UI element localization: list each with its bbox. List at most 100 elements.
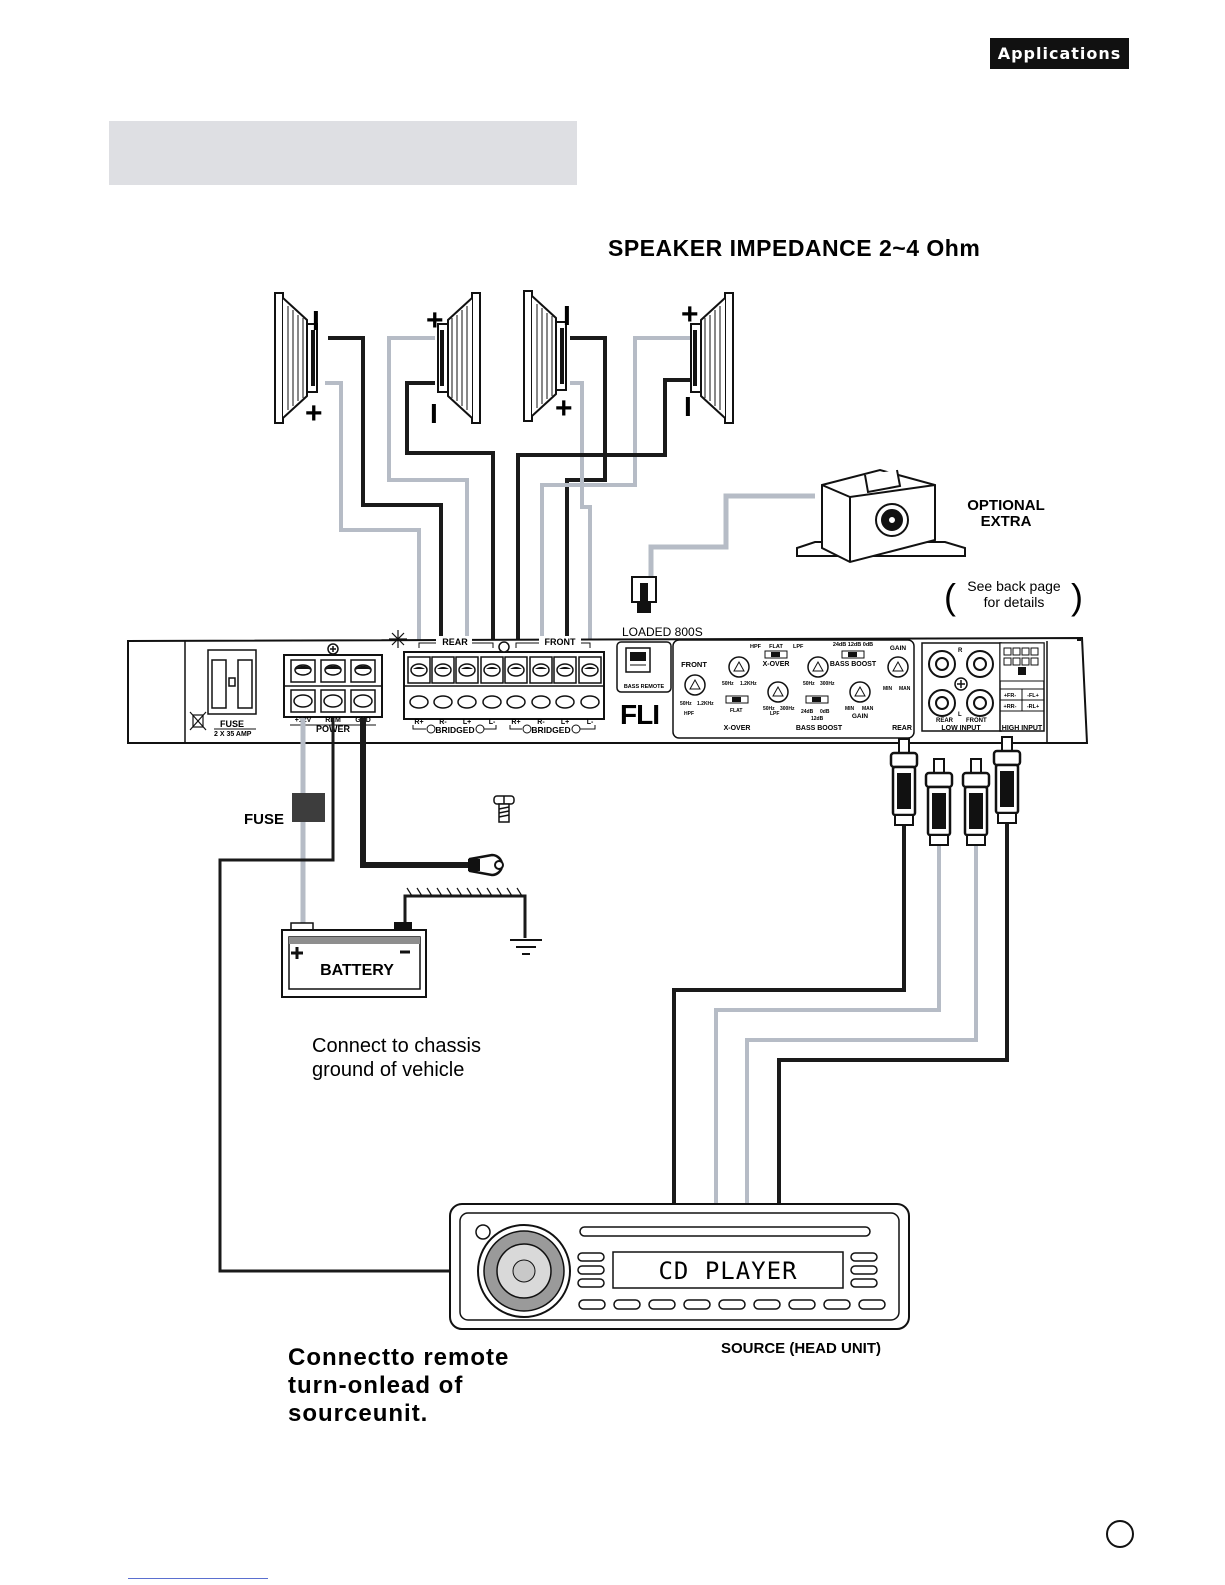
term-l-plus-2: L+ [561, 719, 569, 726]
hi-fr: +FR- [1004, 693, 1017, 699]
rca-cables [672, 810, 1009, 1205]
svg-text:I: I [430, 398, 438, 429]
svg-text:+: + [681, 298, 699, 331]
chassis-line2: ground of vehicle [312, 1059, 464, 1081]
gain-knob-2[interactable] [849, 681, 871, 703]
amp-fuse-label: FUSE [220, 719, 244, 729]
page-number-circle [1106, 1520, 1134, 1548]
optional-extra-line2: EXTRA [981, 513, 1032, 530]
bass-remote-module [796, 468, 966, 564]
front-gain-knob[interactable] [684, 674, 706, 696]
bassboost-switch-bottom[interactable] [805, 695, 829, 704]
gain-min-top: MIN [883, 686, 893, 692]
footer-link-line [128, 1578, 268, 1579]
freq-50-3: 50Hz [763, 706, 775, 712]
applications-tag: Applications [990, 38, 1129, 69]
bass-remote-port [616, 641, 672, 693]
bb-24-bottom: 24dB [801, 709, 814, 715]
hpf-bottom: HPF [684, 711, 694, 717]
rca-plugs [889, 735, 1022, 847]
front-label: FRONT [545, 637, 576, 647]
speaker-rear-left: + I [426, 292, 481, 429]
xover-knob-2[interactable] [767, 681, 789, 703]
inline-fuse [292, 793, 325, 822]
bridged-label-rear: BRIDGED [435, 725, 474, 735]
svg-text:+: + [555, 392, 573, 425]
term-l-plus-1: L+ [463, 719, 471, 726]
rca-rear: REAR [936, 718, 954, 724]
term-r-minus-1: R- [439, 719, 447, 726]
gain-min-bottom: MIN [845, 706, 855, 712]
hpf-top: HPF [750, 644, 762, 650]
ring-terminal-icon [468, 853, 504, 877]
gain-bottom: GAIN [852, 713, 869, 720]
bass-remote-port-label: BASS REMOTE [624, 684, 665, 690]
lpf-bottom: LPF [770, 711, 779, 717]
gain-man-bottom: MAN [862, 706, 874, 712]
rca-l: L [958, 712, 962, 718]
svg-text:I: I [563, 300, 571, 331]
impedance-title: SPEAKER IMPEDANCE 2~4 Ohm [608, 235, 980, 261]
term-r-plus-1: R+ [414, 719, 423, 726]
recycle-bin-icon [189, 711, 207, 731]
battery-label: BATTERY [320, 962, 394, 979]
rear-out-label: REAR [892, 725, 912, 732]
hi-rr: +RR- [1004, 704, 1017, 710]
hi-fl: -FL+ [1027, 693, 1039, 699]
speaker-front-right: I + [523, 290, 573, 425]
freq-1-2k-1: 1.2KHz [697, 701, 714, 707]
low-input-jacks [921, 642, 1002, 732]
paren-left: ( [944, 576, 956, 617]
optional-extra-line1: OPTIONAL [967, 497, 1045, 514]
xover-switch-top[interactable] [764, 650, 788, 659]
rear-label: REAR [442, 637, 468, 647]
control-panel [672, 639, 915, 739]
bass-boost-top: BASS BOOST [830, 661, 877, 668]
svg-text:+: + [305, 397, 323, 430]
freq-300-2: 300Hz [820, 681, 835, 687]
paren-right: ) [1071, 576, 1083, 617]
remote-note-line2: turn-onlead of [288, 1372, 463, 1399]
ground-symbol-icon [510, 939, 542, 955]
high-input-label: HIGH INPUT [1002, 725, 1043, 732]
freq-50-2: 50Hz [722, 681, 734, 687]
head-unit [449, 1203, 910, 1330]
bridged-label-front: BRIDGED [531, 725, 570, 735]
battery [281, 922, 427, 998]
term-r-minus-2: R- [537, 719, 545, 726]
rca-r: R [958, 648, 963, 654]
svg-text:I: I [684, 391, 692, 422]
section-header-bar [109, 121, 577, 185]
xover-knob-1[interactable] [728, 656, 750, 678]
chassis-line1: Connect to chassis [312, 1035, 481, 1057]
lpf-top: LPF [793, 644, 804, 650]
gain-top: GAIN [890, 645, 907, 652]
high-input-connector [999, 642, 1045, 732]
rca-front: FRONT [966, 718, 987, 724]
source-label: SOURCE (HEAD UNIT) [721, 1340, 881, 1357]
cd-player-display: CD PLAYER [658, 1257, 797, 1285]
svg-text:+: + [426, 304, 444, 337]
freq-1-2k-2: 1.2KHz [740, 681, 757, 687]
ctrl-front-label: FRONT [681, 660, 707, 669]
amp-fuse-holders [207, 649, 257, 715]
screw-icon [493, 795, 515, 823]
fli-brand: FLI [620, 699, 659, 730]
power-terminal-block [283, 643, 383, 718]
speaker-terminal-block [403, 651, 605, 720]
hi-rl: -RL+ [1027, 704, 1039, 710]
loaded-label: LOADED 800S [622, 625, 703, 639]
xover-switch-bottom[interactable] [725, 695, 749, 704]
bassboost-switch-top[interactable] [841, 650, 865, 659]
term-r-plus-2: R+ [511, 719, 520, 726]
low-input-label: LOW INPUT [941, 725, 981, 732]
bassboost-knob[interactable] [807, 656, 829, 678]
xover-top: X-OVER [763, 661, 790, 668]
freq-300-1: 300Hz [780, 706, 795, 712]
svg-text:I: I [312, 305, 320, 336]
remote-note-line1: Connectto remote [288, 1344, 509, 1371]
sparkle-icon [389, 630, 407, 648]
gain-knob-1[interactable] [887, 656, 909, 678]
flat-bottom: FLAT [730, 708, 742, 714]
